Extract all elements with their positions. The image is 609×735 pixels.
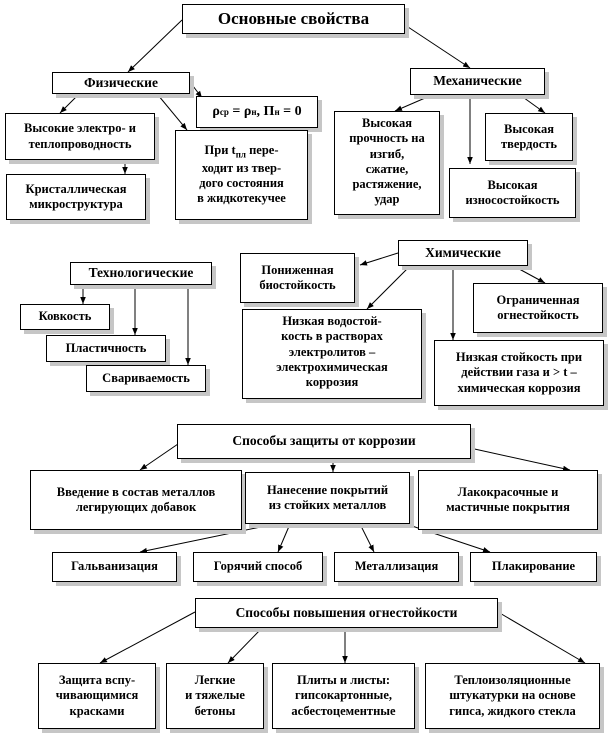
fire-item-boards: Плиты и листы: гипсокартонные, асбестоце… (272, 663, 415, 729)
strength-box: Высокая прочность на изгиб, сжатие, раст… (334, 111, 440, 215)
melting-line1: При tпл пере- (205, 143, 279, 160)
coatings-box: Нанесение покрытий из стойких металлов (245, 472, 410, 524)
fire-item-paints: Защита вспу- чивающимися красками (38, 663, 156, 729)
gas-box: Низкая стойкость при действии газа и > t… (434, 340, 604, 406)
tech-header: Технологические (70, 262, 212, 285)
formula-rho: ρ (212, 104, 220, 120)
arrow-title-to-mechanical (404, 24, 471, 69)
formula-sub-n2: н (274, 106, 280, 117)
paints-box: Лакокрасочные и мастичные покрытия (418, 470, 598, 530)
electrochem-box: Низкая водостой- кость в растворах элект… (242, 309, 422, 399)
fire-limited-box: Ограниченная огнестойкость (473, 283, 603, 333)
arrow-chemical-to-fire-limited (509, 263, 546, 284)
method-metallization: Металлизация (334, 552, 459, 582)
formula-eq: = ρ (228, 104, 252, 120)
fire-item-concretes: Легкие и тяжелые бетоны (166, 663, 264, 729)
arrow-physical-to-conductivity (59, 92, 81, 114)
hardness-box: Высокая твердость (485, 113, 573, 161)
melting-text-a: При t (204, 143, 236, 158)
tech-item-malleability: Ковкость (20, 304, 110, 330)
arrow-coatings-to-hot (277, 523, 291, 553)
fire-header: Способы повышения огнестойкости (195, 598, 498, 628)
alloying-box: Введение в состав металлов легирующих до… (30, 470, 242, 530)
arrow-fire-to-plasters (497, 611, 586, 664)
melting-rest: ходит из твер- дого состояния в жидкотек… (197, 160, 286, 206)
arrow-physical-to-melting (157, 94, 188, 131)
melting-sub: пл (235, 149, 246, 160)
chemical-header: Химические (398, 240, 528, 266)
conductivity-box: Высокие электро- и теплопроводность (5, 113, 155, 160)
tech-item-plasticity: Пластичность (46, 335, 166, 362)
tech-item-weldability: Свариваемость (86, 365, 206, 392)
melting-box: При tпл пере- ходит из твер- дого состоя… (175, 130, 308, 220)
formula-sub-n1: н (251, 106, 257, 117)
arrow-title-to-physical (127, 19, 183, 73)
arrow-fire-to-paints (99, 611, 196, 664)
microstructure-box: Кристаллическая микроструктура (6, 174, 146, 220)
mechanical-header: Механические (410, 68, 545, 95)
method-hot: Горячий способ (193, 552, 323, 582)
wear-box: Высокая износостойкость (449, 168, 576, 218)
arrow-corrosion-to-alloying (139, 443, 179, 471)
arrow-chemical-to-bio (359, 252, 399, 266)
arrow-coatings-to-metallization (359, 523, 375, 553)
method-cladding: Плакирование (470, 552, 597, 582)
arrow-corrosion-to-paints (469, 447, 571, 472)
title-box: Основные свойства (182, 4, 405, 34)
corrosion-header: Способы защиты от коррозии (177, 424, 471, 459)
arrow-coatings-to-galvanization (139, 523, 276, 554)
fire-item-plasters: Теплоизоляционные штукатурки на основе г… (425, 663, 600, 729)
formula-tail: = 0 (279, 104, 302, 120)
arrow-physical-to-formula (189, 81, 203, 99)
arrow-mechanical-to-hardness (519, 94, 546, 114)
arrow-fire-to-concretes (227, 627, 263, 664)
formula-comma: , П (256, 104, 275, 120)
bio-box: Пониженная биостойкость (240, 253, 355, 303)
arrow-mechanical-to-strength (394, 94, 433, 112)
physical-header: Физические (52, 72, 190, 94)
arrow-chemical-to-electrochem (366, 265, 411, 310)
formula-sub-sr: ср (219, 106, 229, 117)
arrow-coatings-to-cladding (399, 521, 491, 553)
melting-text-b: пере- (245, 143, 279, 158)
method-galvanization: Гальванизация (52, 552, 177, 582)
